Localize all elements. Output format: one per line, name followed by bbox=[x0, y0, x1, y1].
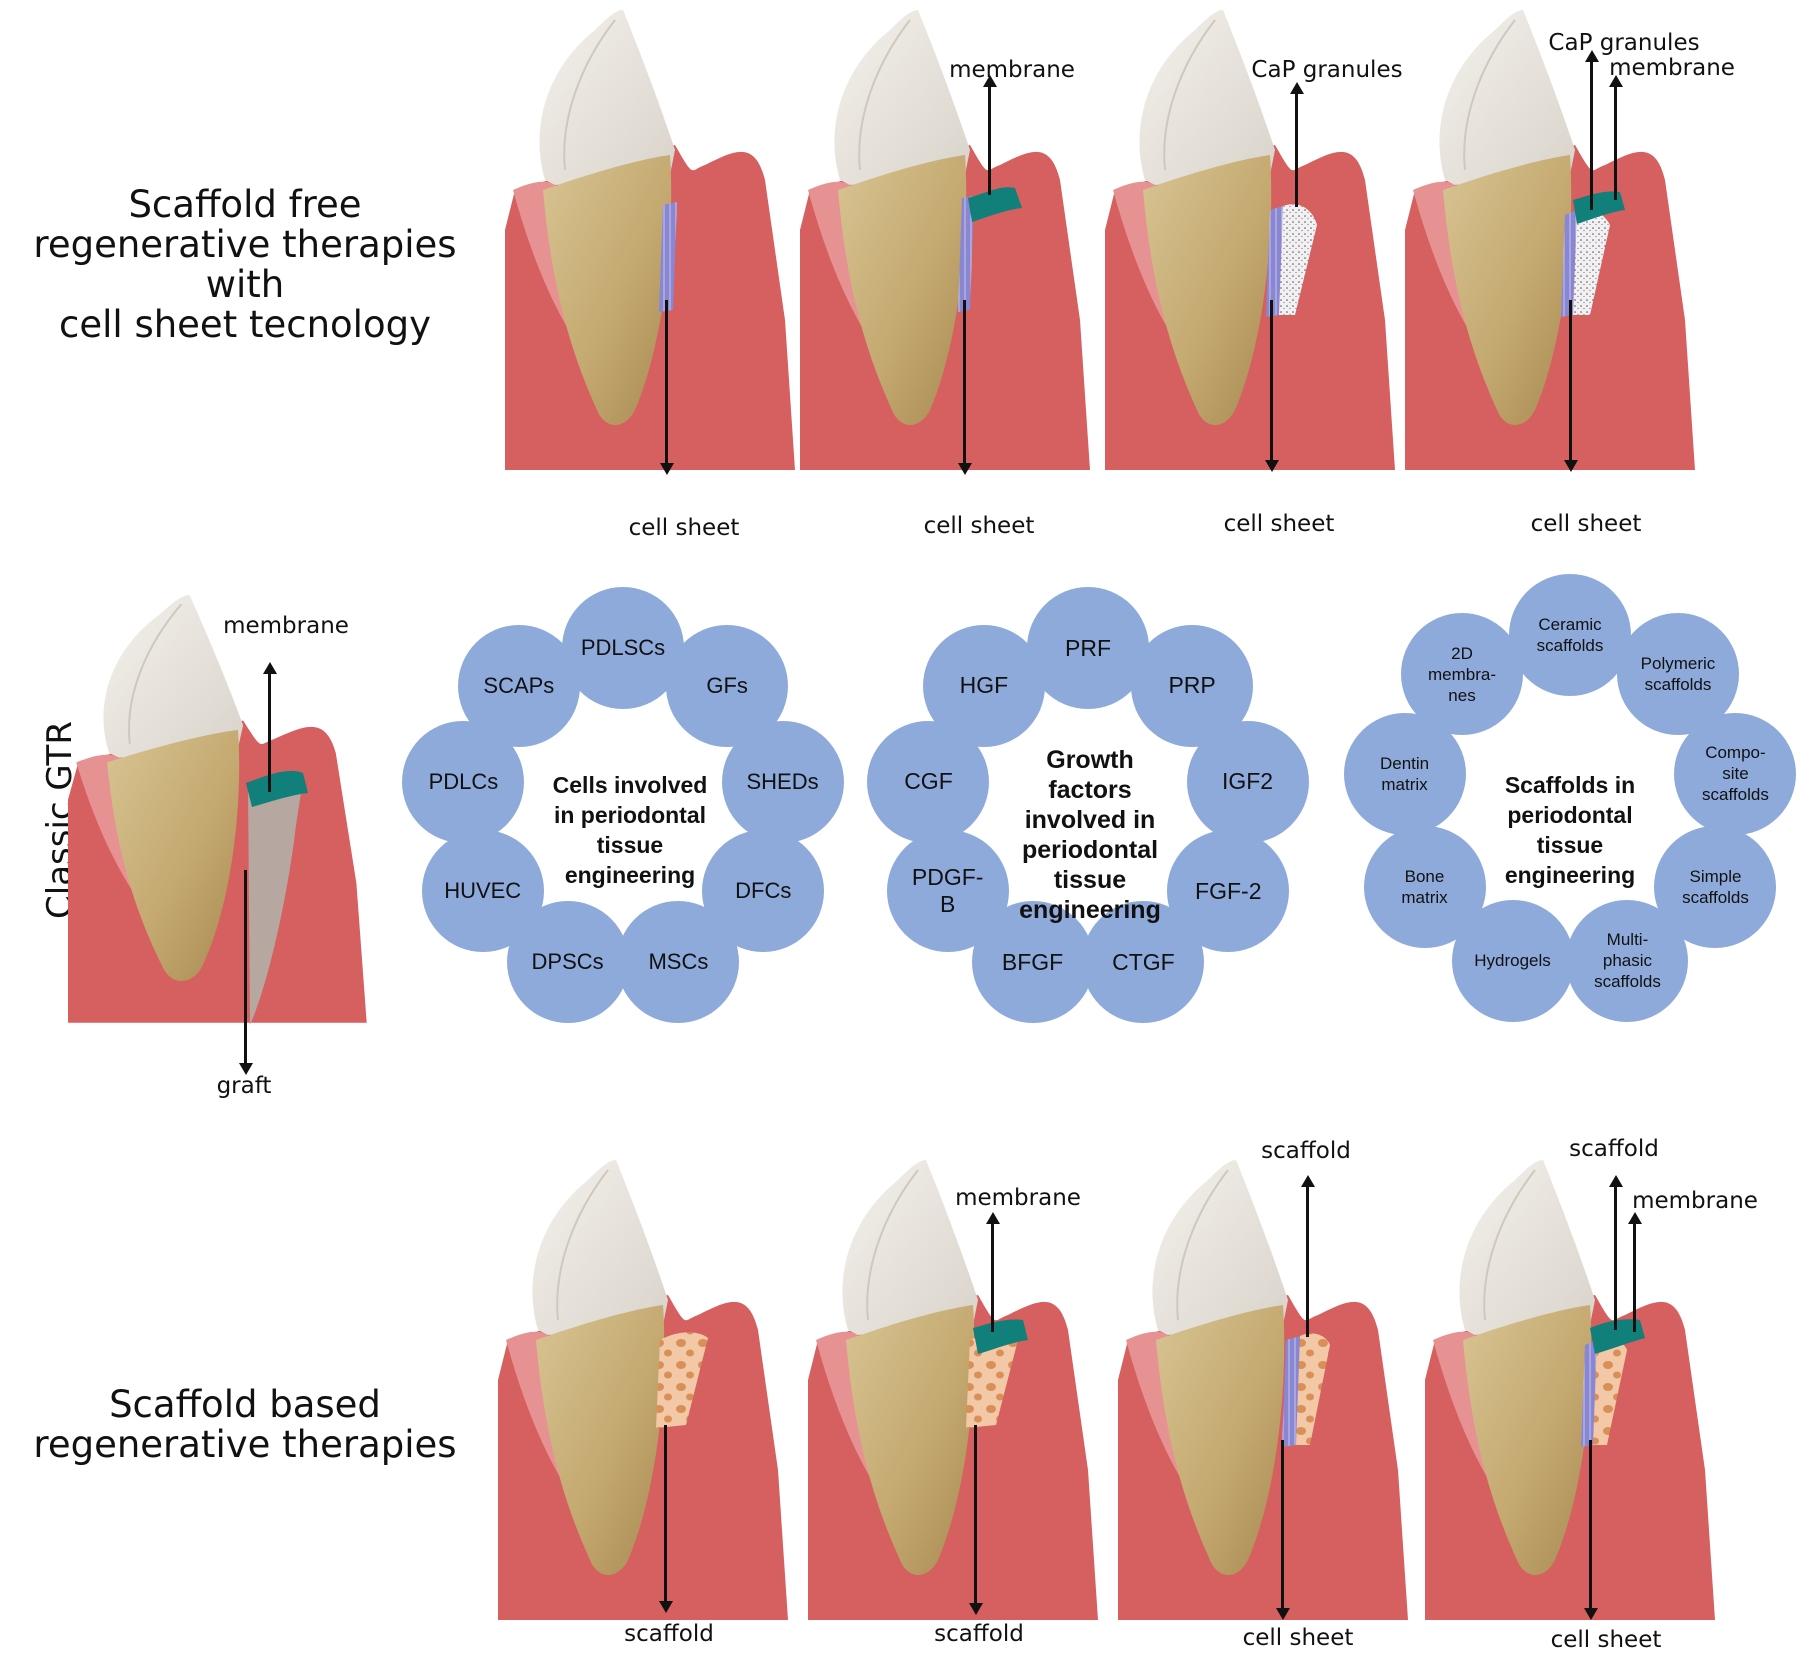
cells-item: PDLCs bbox=[402, 720, 525, 843]
tooth-illustration bbox=[66, 593, 368, 1025]
scaffold-arrow bbox=[1300, 1175, 1315, 1337]
tooth-illustration bbox=[504, 9, 796, 471]
tooth-illustration bbox=[497, 1159, 789, 1621]
scaffold-free-title: Scaffold free regenerative therapies wit… bbox=[33, 183, 457, 346]
cells-cluster-title: Cells involved in periodontal tissue eng… bbox=[552, 772, 708, 888]
tooth-illustration bbox=[799, 9, 1091, 471]
cell-sheet-arrow bbox=[1583, 1440, 1598, 1620]
bottom-3-bottom-label: cell sheet bbox=[1242, 1625, 1354, 1651]
tooth-illustration bbox=[1117, 1159, 1409, 1621]
membrane-arrow bbox=[985, 1212, 1000, 1332]
growth-item: BFGF bbox=[971, 901, 1094, 1024]
scaffolds-cluster-title: Scaffolds in periodontal tissue engineer… bbox=[1504, 772, 1636, 888]
scaffold-arrow bbox=[968, 1425, 983, 1615]
membrane-arrow bbox=[1608, 75, 1623, 200]
top-3-bottom-label: cell sheet bbox=[1223, 511, 1335, 537]
bottom-panel-2 bbox=[807, 1159, 1099, 1621]
top-4-bottom-label: cell sheet bbox=[1530, 511, 1642, 537]
scaffolds-item: Compo- site scaffolds bbox=[1674, 712, 1797, 835]
cells-item: GFs bbox=[666, 624, 789, 747]
scaffold-based-title: Scaffold based regenerative therapies bbox=[33, 1383, 457, 1466]
scaffolds-item: Hydrogels bbox=[1451, 899, 1574, 1022]
top-1-bottom-label: cell sheet bbox=[628, 515, 740, 541]
cells-item: DPSCs bbox=[506, 901, 629, 1024]
gtr-top-label: membrane bbox=[223, 613, 349, 639]
cap-granules-layer bbox=[1279, 204, 1317, 315]
cell-sheet-arrow bbox=[957, 300, 972, 475]
cap-granules-arrow bbox=[1289, 82, 1304, 207]
cell-sheet-arrow bbox=[1563, 300, 1578, 472]
bottom-panel-4 bbox=[1424, 1159, 1716, 1621]
tooth-illustration bbox=[1424, 1159, 1716, 1621]
bottom-2-bottom-label: scaffold bbox=[934, 1621, 1024, 1647]
top-3-top-label: CaP granules bbox=[1251, 57, 1403, 83]
cell-sheet-layer bbox=[659, 202, 677, 312]
tooth-illustration bbox=[1104, 9, 1396, 471]
membrane-arrow bbox=[262, 662, 277, 792]
top-panel-1 bbox=[504, 9, 796, 471]
scaffold-arrow bbox=[1608, 1175, 1623, 1330]
membrane-layer bbox=[973, 1319, 1028, 1354]
cell-sheet-arrow bbox=[1275, 1440, 1290, 1620]
top-panel-2 bbox=[799, 9, 1091, 471]
top-panel-4 bbox=[1404, 9, 1696, 471]
gtr-panel bbox=[66, 593, 368, 1055]
bottom-panel-1 bbox=[497, 1159, 789, 1621]
scaffolds-item: Dentin matrix bbox=[1343, 712, 1466, 835]
cells-item: PDLSCs bbox=[562, 587, 684, 709]
growth-item: FGF-2 bbox=[1167, 830, 1290, 952]
top-2-bottom-label: cell sheet bbox=[923, 513, 1035, 539]
bottom-4-top2-label: membrane bbox=[1632, 1188, 1758, 1214]
tooth-illustration bbox=[1404, 9, 1696, 471]
scaffolds-item: Ceramic scaffolds bbox=[1509, 574, 1631, 696]
gtr-bottom-label: graft bbox=[216, 1073, 272, 1099]
bottom-1-bottom-label: scaffold bbox=[624, 1621, 714, 1647]
cell-sheet-arrow bbox=[1264, 300, 1279, 472]
tooth-illustration bbox=[807, 1159, 1099, 1621]
membrane-arrow bbox=[982, 75, 997, 195]
top-4-top2-label: membrane bbox=[1609, 55, 1735, 81]
growth-item: PRF bbox=[1027, 587, 1149, 709]
graft-arrow bbox=[238, 870, 253, 1075]
growth-item: PRP bbox=[1131, 624, 1254, 747]
bottom-3-top-label: scaffold bbox=[1261, 1138, 1351, 1164]
bottom-4-top1-label: scaffold bbox=[1569, 1136, 1659, 1162]
graft-layer bbox=[248, 778, 303, 1025]
top-4-top1-label: CaP granules bbox=[1548, 30, 1700, 56]
top-2-top-label: membrane bbox=[949, 57, 1075, 83]
membrane-layer bbox=[246, 770, 308, 807]
growth-factors-cluster-title: Growth factors involved in periodontal t… bbox=[1019, 746, 1161, 924]
membrane-layer bbox=[968, 187, 1022, 222]
top-panel-3 bbox=[1104, 9, 1396, 471]
bottom-panel-3 bbox=[1117, 1159, 1409, 1621]
scaffolds-item: Polymeric scaffolds bbox=[1616, 613, 1739, 736]
cells-item: DFCs bbox=[702, 830, 825, 952]
membrane-arrow bbox=[1627, 1212, 1642, 1332]
bottom-4-bottom-label: cell sheet bbox=[1550, 1627, 1662, 1653]
scaffolds-item: Simple scaffolds bbox=[1654, 826, 1777, 948]
cell-sheet-arrow bbox=[659, 300, 674, 475]
growth-item: CGF bbox=[867, 720, 990, 843]
cap-granules-arrow bbox=[1584, 50, 1599, 210]
bottom-2-top-label: membrane bbox=[955, 1185, 1081, 1211]
scaffold-layer bbox=[656, 1332, 708, 1428]
scaffold-arrow bbox=[658, 1425, 673, 1613]
